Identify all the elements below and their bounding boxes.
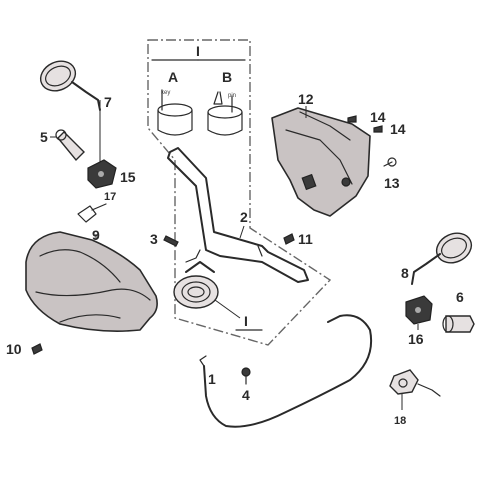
right-grip: 6	[442, 289, 475, 333]
callout-2: 2	[240, 209, 248, 225]
callout-17: 17	[104, 191, 116, 203]
bolt-3: 3	[150, 231, 179, 247]
right-switch-housing: 16	[405, 295, 433, 347]
variant-b-label: B	[222, 69, 232, 85]
callout-14a: 14	[370, 109, 386, 125]
clip-14b: 14	[373, 121, 406, 137]
front-handlebar-cover: 9	[25, 227, 158, 332]
callout-10: 10	[6, 341, 22, 357]
nut-13: 13	[383, 157, 400, 191]
callout-4: 4	[242, 387, 250, 403]
lock-assembly	[173, 261, 219, 309]
variant-a-tag: key	[161, 90, 170, 96]
brake-switch-17: 17	[77, 191, 116, 223]
rear-cover: 12	[271, 91, 371, 217]
callout-9: 9	[92, 227, 100, 243]
callout-18: 18	[394, 415, 406, 427]
callout-3: 3	[150, 231, 158, 247]
screw-10: 10	[6, 341, 43, 357]
variant-b-cylinder: B pin	[207, 69, 243, 136]
callout-13: 13	[384, 175, 400, 191]
screw-4: 4	[241, 367, 251, 403]
variant-a-cylinder: A key	[157, 69, 193, 136]
detail-label-top: I	[196, 43, 200, 59]
variant-a-label: A	[168, 69, 178, 85]
callout-8: 8	[401, 265, 409, 281]
callout-6: 6	[456, 289, 464, 305]
callout-12: 12	[298, 91, 314, 107]
right-mirror: 8	[401, 232, 473, 285]
left-mirror: 7	[39, 60, 112, 168]
callout-5: 5	[40, 129, 48, 145]
throttle-cable: 1	[199, 314, 372, 428]
bolt-11: 11	[283, 231, 313, 247]
clip-14a: 14	[347, 109, 386, 125]
callout-1: 1	[208, 371, 216, 387]
brake-lever-switch-18: 18	[389, 369, 441, 427]
callout-11: 11	[298, 231, 313, 247]
handlebar: 2	[167, 147, 309, 283]
left-grip: 5	[40, 129, 85, 162]
detail-boundary: I I	[147, 39, 332, 346]
callout-15: 15	[120, 169, 136, 185]
callout-7: 7	[104, 94, 112, 110]
callout-16: 16	[408, 331, 424, 347]
callout-14b: 14	[390, 121, 406, 137]
detail-label-bottom: I	[244, 313, 248, 329]
left-switch-housing: 15	[87, 159, 136, 189]
